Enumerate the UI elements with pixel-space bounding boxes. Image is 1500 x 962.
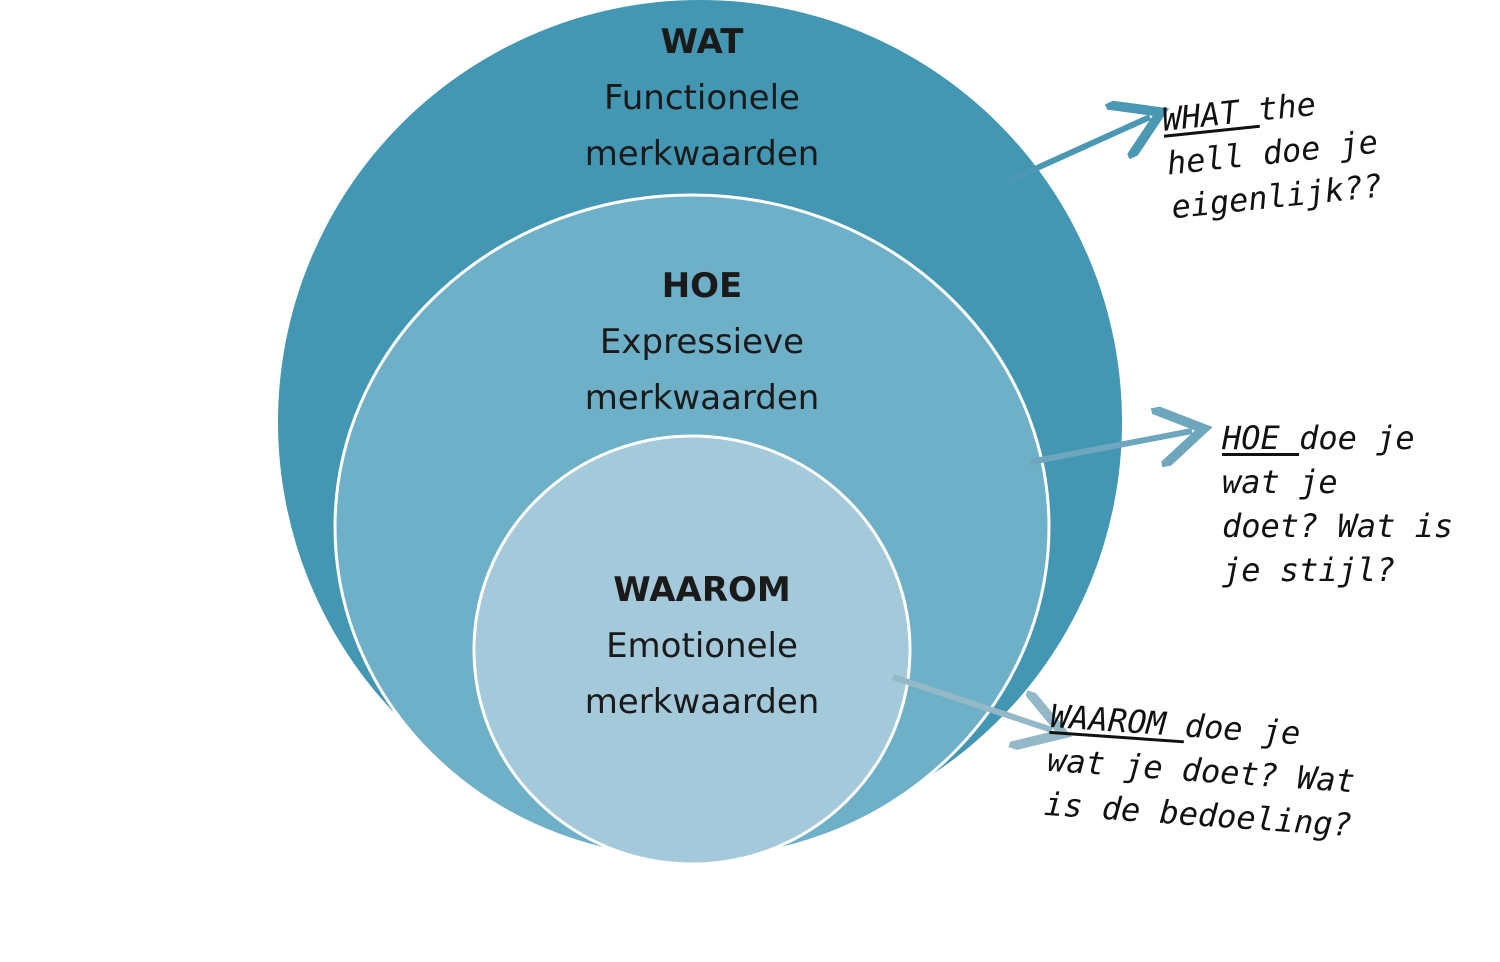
hoe-line-1: Expressieve: [599, 322, 805, 362]
note-hoe-line-1: HOE doe je: [1222, 416, 1453, 460]
note-waarom: WAAROM doe je wat je doet? Wat is de bed…: [1043, 694, 1360, 847]
note-waarom-rest: doe je: [1183, 706, 1302, 753]
note-wat-keyword: WHAT: [1160, 90, 1261, 139]
note-hoe-line-2: wat je: [1222, 463, 1338, 501]
note-waarom-keyword: WAAROM: [1049, 696, 1187, 745]
note-hoe-rest: doe je: [1299, 419, 1415, 457]
arrow-hoe: [1029, 431, 1192, 462]
wat-title: WAT: [660, 22, 744, 62]
note-hoe-keyword: HOE: [1222, 419, 1300, 457]
wat-label: WAT Functionele merkwaarden: [502, 14, 902, 182]
waarom-label: WAAROM Emotionele merkwaarden: [502, 562, 902, 730]
hoe-line-2: merkwaarden: [584, 378, 820, 418]
note-hoe: HOE doe je wat je doet? Wat is je stijl?: [1222, 416, 1453, 592]
hoe-title: HOE: [661, 266, 743, 306]
waarom-line-1: Emotionele: [606, 626, 798, 666]
note-hoe-line-3: doet? Wat is: [1222, 507, 1454, 545]
note-wat: WHAT the hell doe je eigenlijk??: [1160, 76, 1385, 229]
waarom-line-2: merkwaarden: [584, 682, 820, 722]
hoe-label: HOE Expressieve merkwaarden: [502, 258, 902, 426]
note-wat-rest: the: [1256, 84, 1318, 129]
wat-line-1: Functionele: [604, 78, 800, 118]
note-hoe-line-4: je stijl?: [1222, 551, 1396, 589]
inner-ring-waarom: [472, 434, 912, 866]
arrow-wat: [1004, 117, 1150, 185]
waarom-title: WAAROM: [613, 570, 791, 610]
wat-line-2: merkwaarden: [584, 134, 820, 174]
arrow-waarom: [892, 674, 1052, 730]
